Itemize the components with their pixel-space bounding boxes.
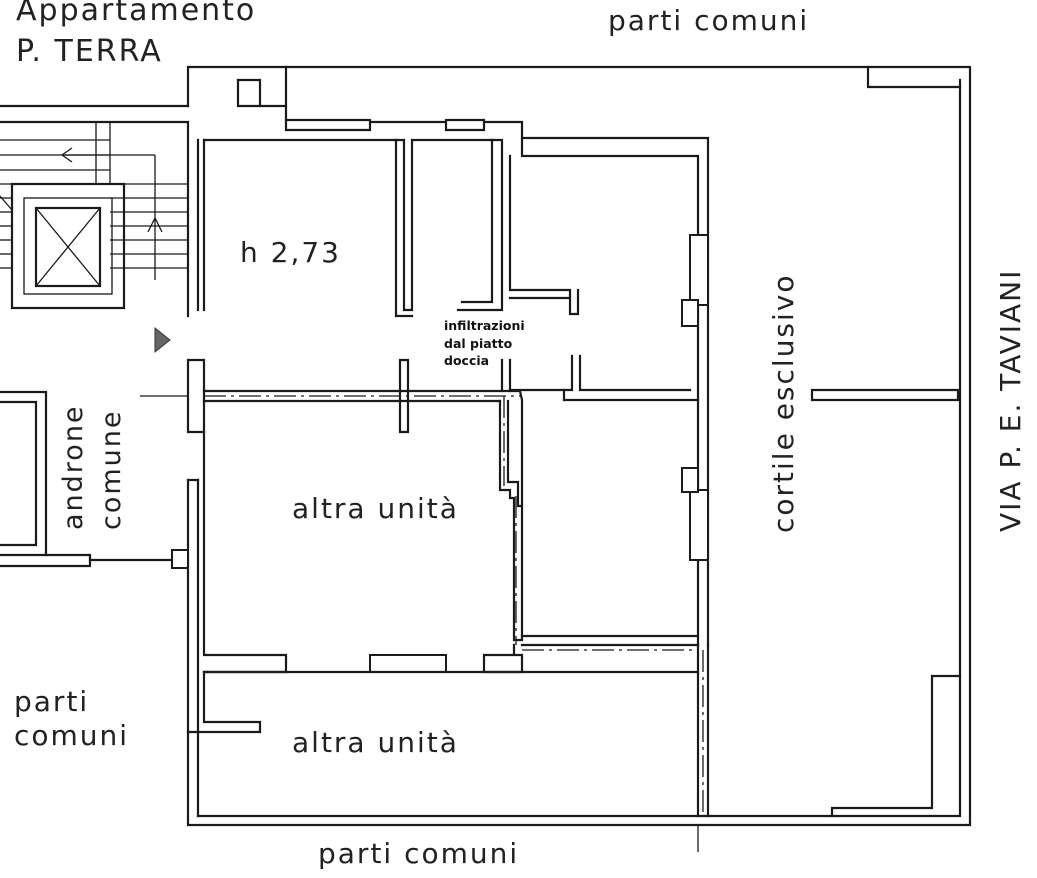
title-line-2: P. TERRA — [16, 34, 163, 69]
label-androne-1: androne — [58, 404, 89, 530]
apartment-walls — [202, 65, 710, 647]
label-altra-unita-2: altra unità — [292, 726, 459, 759]
label-parti-comuni-top: parti comuni — [608, 4, 809, 37]
outer-perimeter — [186, 65, 972, 852]
courtyard-walls — [810, 388, 960, 402]
label-altra-unita-1: altra unità — [292, 492, 459, 525]
label-androne-2: comune — [96, 409, 127, 530]
label-parti-comuni-bottom: parti comuni — [318, 837, 519, 870]
elevator — [10, 182, 126, 310]
label-cortile: cortile esclusivo — [767, 273, 800, 533]
title-line-1: Appartamento — [16, 0, 256, 28]
entrance-marker-icon — [154, 326, 171, 354]
label-via: VIA P. E. TAVIANI — [994, 269, 1027, 532]
stair-boundary — [0, 104, 200, 318]
label-height: h 2,73 — [240, 236, 341, 269]
note-line-1: infiltrazioni — [444, 318, 525, 333]
note-line-2: dal piatto — [444, 336, 513, 351]
staircase — [0, 122, 188, 280]
note-line-3: doccia — [444, 353, 489, 368]
label-parti-comuni-left-2: comuni — [14, 719, 129, 752]
label-parti-comuni-left-1: parti — [14, 685, 89, 718]
androne-walls — [0, 390, 189, 569]
dividing-walls — [140, 358, 710, 818]
